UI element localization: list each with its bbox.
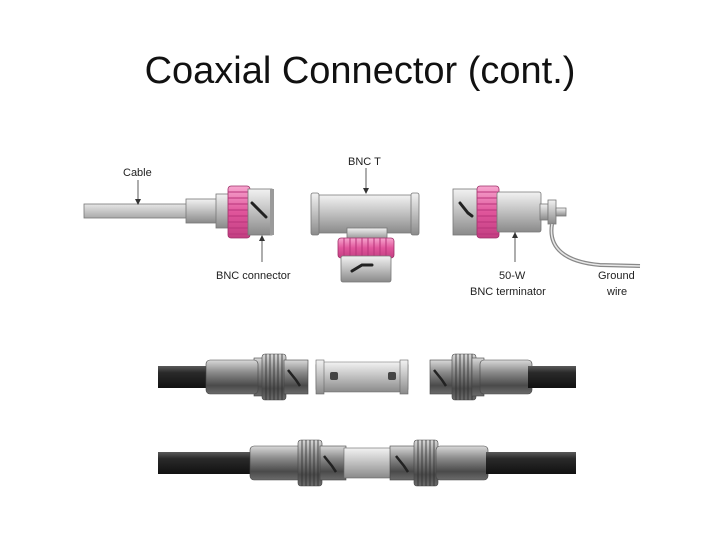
page-title: Coaxial Connector (cont.) (144, 50, 576, 92)
bnc-t-illustration (310, 192, 420, 283)
joined-left-cable (158, 452, 258, 474)
t-bayonet-slot (350, 263, 374, 273)
terminator-bayonet-slot (458, 201, 474, 218)
label-bnc-t: BNC T (348, 156, 381, 168)
ground-screw (547, 199, 557, 225)
bnc-connector-illustration (83, 185, 274, 239)
t-body (312, 194, 418, 234)
right-cable (528, 366, 576, 388)
bnc-terminator-illustration (452, 185, 641, 268)
label-terminator-line1: 50-W (499, 270, 526, 282)
label-ground-line1: Ground (598, 270, 635, 282)
crimp-sleeve (185, 198, 219, 224)
label-terminator-line2: BNC terminator (470, 286, 546, 298)
terminator-body (496, 191, 542, 233)
joined-right-crimp-body (435, 445, 489, 481)
bayonet-slot (250, 201, 268, 219)
t-connector-head (340, 255, 392, 283)
right-crimp-body (479, 359, 533, 395)
cable-body (83, 203, 191, 219)
joined-right-cable (486, 452, 576, 474)
terminator-bayonet-sleeve (476, 185, 500, 239)
joined-barrel-assembly (158, 439, 576, 487)
label-cable: Cable (123, 167, 152, 179)
ground-wire (549, 223, 641, 268)
label-ground-line2: wire (606, 286, 627, 298)
left-connector-head (283, 359, 309, 395)
joined-barrel-adapter (343, 447, 393, 479)
right-connector-head (429, 359, 455, 395)
left-crimp-body (205, 359, 259, 395)
label-bnc-connector: BNC connector (216, 270, 291, 282)
separated-barrel-assembly (158, 353, 576, 401)
joined-left-crimp-body (249, 445, 303, 481)
bayonet-sleeve (227, 185, 251, 239)
